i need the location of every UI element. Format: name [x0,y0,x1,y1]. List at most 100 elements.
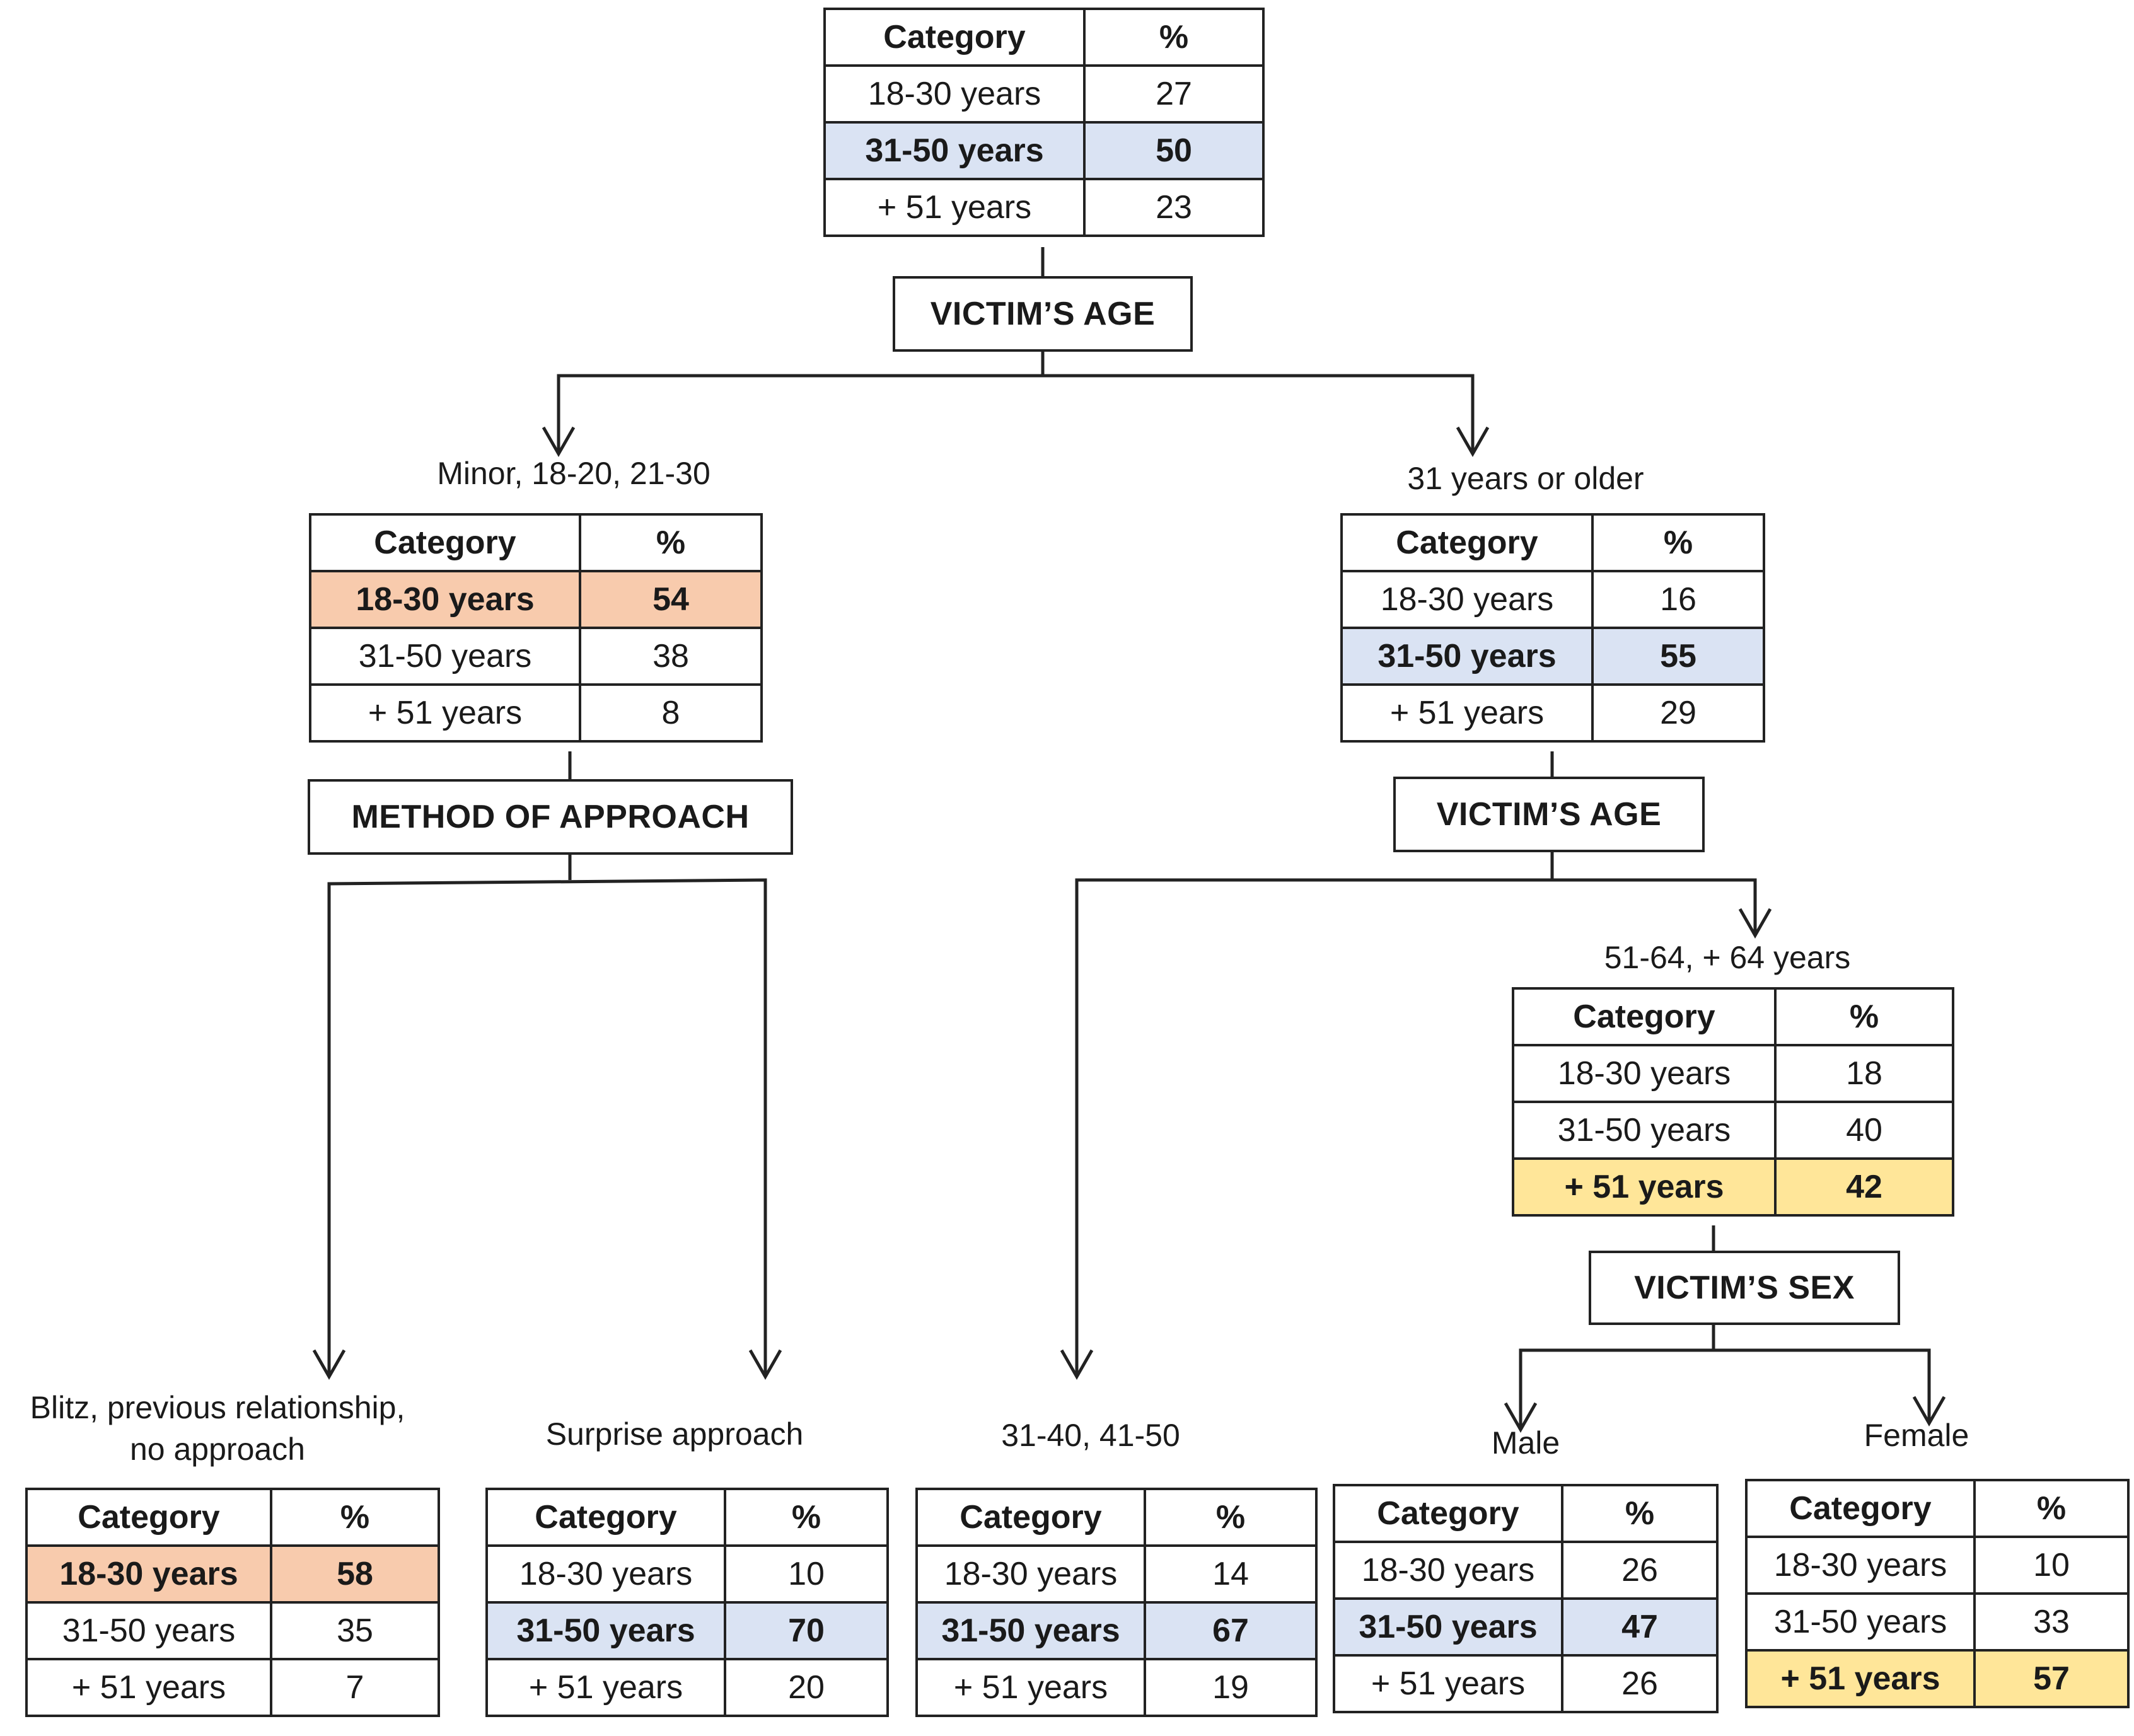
table-row: 18-30 years 18 [1512,1044,1954,1103]
right-split-node: VICTIM’S AGE [1393,777,1705,852]
category-cell: 18-30 years [1333,1541,1563,1600]
category-cell: 31-50 years [915,1601,1146,1660]
percent-cell: 50 [1083,121,1265,180]
table-header-row: Category % [1340,513,1765,572]
category-cell: 18-30 years [1340,570,1594,629]
percent-cell: 42 [1774,1157,1954,1217]
percent-cell: 47 [1561,1597,1719,1657]
header-percent: % [724,1488,889,1547]
percent-cell: 23 [1083,178,1265,237]
percent-cell: 19 [1144,1658,1318,1717]
table-row: + 51 years 19 [915,1658,1318,1717]
connector-line [327,878,767,1377]
branch-label-blitz: Blitz, previous relationship, no approac… [30,1390,405,1467]
table-row: 31-50 years 33 [1745,1592,2130,1652]
percent-cell: 35 [270,1601,440,1660]
blitz-table: Category % 18-30 years 58 31-50 years 35… [25,1488,440,1717]
header-percent: % [1591,513,1765,572]
table-row: 18-30 years 26 [1333,1541,1719,1600]
category-cell: 18-30 years [823,64,1086,124]
category-cell: 18-30 years [1512,1044,1777,1103]
category-cell: + 51 years [823,178,1086,237]
surprise-table: Category % 18-30 years 10 31-50 years 70… [485,1488,889,1717]
table-row: 18-30 years 27 [823,64,1265,124]
table-row: 31-50 years 35 [25,1601,440,1660]
percent-cell: 40 [1774,1101,1954,1160]
header-category: Category [915,1488,1146,1547]
percent-cell: 29 [1591,683,1765,743]
table-header-row: Category % [1333,1484,1719,1543]
category-cell: 31-50 years [309,627,581,686]
percent-cell: 57 [1973,1649,2130,1708]
header-percent: % [1561,1484,1719,1543]
percent-cell: 18 [1774,1044,1954,1103]
table-header-row: Category % [485,1488,889,1547]
branch-label-female: Female [1864,1418,1969,1453]
right-table: Category % 18-30 years 16 31-50 years 55… [1340,513,1765,743]
category-cell: 18-30 years [485,1544,726,1604]
category-cell: + 51 years [1340,683,1594,743]
table-row-highlighted: 31-50 years 47 [1333,1597,1719,1657]
table-row: + 51 years 26 [1333,1654,1719,1713]
category-cell: + 51 years [309,683,581,743]
connector-line [1519,1348,1931,1430]
table-row: 18-30 years 10 [1745,1536,2130,1595]
branch-label-male: Male [1491,1425,1560,1461]
percent-cell: 27 [1083,64,1265,124]
table-row: + 51 years 8 [309,683,763,743]
category-cell: 31-50 years [1333,1597,1563,1657]
table-row-highlighted: 18-30 years 54 [309,570,763,629]
percent-cell: 38 [579,627,763,686]
table-row-highlighted: + 51 years 42 [1512,1157,1954,1217]
percent-cell: 54 [579,570,763,629]
header-category: Category [25,1488,272,1547]
percent-cell: 20 [724,1658,889,1717]
table-row: 18-30 years 14 [915,1544,1318,1604]
header-percent: % [1973,1479,2130,1538]
category-cell: + 51 years [1745,1649,1976,1708]
category-cell: 31-50 years [1512,1101,1777,1160]
connector-line [557,374,1475,454]
table-header-row: Category % [1512,987,1954,1046]
branch-label-surprise: Surprise approach [545,1416,804,1452]
category-cell: + 51 years [1333,1654,1563,1713]
header-category: Category [485,1488,726,1547]
connector-line [1075,878,1757,1377]
table-row-highlighted: + 51 years 57 [1745,1649,2130,1708]
category-cell: 18-30 years [25,1544,272,1604]
percent-cell: 14 [1144,1544,1318,1604]
table-row-highlighted: 31-50 years 70 [485,1601,889,1660]
table-header-row: Category % [915,1488,1318,1547]
left-split-node: METHOD OF APPROACH [308,779,793,855]
percent-cell: 26 [1561,1541,1719,1600]
root-split-node: VICTIM’S AGE [893,276,1193,352]
root-table: Category % 18-30 years 27 31-50 years 50… [823,8,1265,237]
table-row: 31-50 years 38 [309,627,763,686]
category-cell: 31-50 years [485,1601,726,1660]
percent-cell: 16 [1591,570,1765,629]
table-row-highlighted: 18-30 years 58 [25,1544,440,1604]
percent-cell: 55 [1591,627,1765,686]
header-category: Category [309,513,581,572]
table-row: 31-50 years 40 [1512,1101,1954,1160]
arrow-head [748,1349,782,1380]
female-table: Category % 18-30 years 10 31-50 years 33… [1745,1479,2130,1708]
header-percent: % [579,513,763,572]
header-percent: % [1144,1488,1318,1547]
category-cell: + 51 years [915,1658,1146,1717]
category-cell: + 51 years [25,1658,272,1717]
percent-cell: 10 [1973,1536,2130,1595]
category-cell: 18-30 years [915,1544,1146,1604]
percent-cell: 70 [724,1601,889,1660]
table-header-row: Category % [1745,1479,2130,1538]
category-cell: 31-50 years [1340,627,1594,686]
header-percent: % [1083,8,1265,67]
table-row-highlighted: 31-50 years 55 [1340,627,1765,686]
category-cell: 31-50 years [25,1601,272,1660]
arrow-head [312,1349,346,1380]
table-row: + 51 years 7 [25,1658,440,1717]
old-split-node: VICTIM’S SEX [1589,1251,1900,1325]
arrow-head [1060,1349,1094,1380]
table-row-highlighted: 31-50 years 67 [915,1601,1318,1660]
